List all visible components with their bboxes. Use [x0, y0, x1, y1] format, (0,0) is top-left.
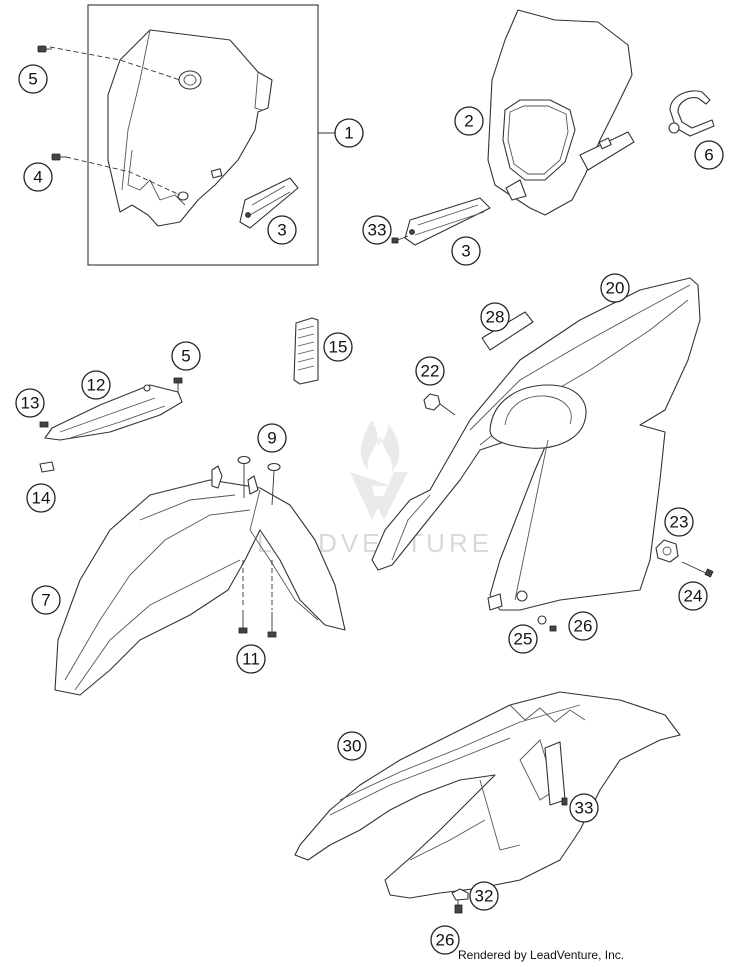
svg-text:12: 12 — [87, 376, 106, 395]
callout-label: 28 — [480, 302, 510, 332]
svg-text:33: 33 — [368, 221, 387, 240]
screw-lower — [51, 153, 66, 161]
washer-fender-right — [267, 462, 281, 472]
callout-label: 3 — [267, 215, 297, 245]
watermark-logo-icon — [350, 420, 408, 520]
callout-label: 15 — [323, 332, 353, 362]
callout-label: 13 — [15, 388, 45, 418]
callout-label: 1 — [334, 118, 364, 148]
svg-text:32: 32 — [475, 887, 494, 906]
svg-text:22: 22 — [421, 362, 440, 381]
headlight-mask-assembly — [107, 29, 273, 227]
headlight-clamp — [668, 90, 715, 137]
svg-text:9: 9 — [267, 429, 276, 448]
fender-support — [44, 384, 183, 441]
screw-fender-left — [238, 610, 248, 634]
svg-text:3: 3 — [461, 242, 470, 261]
screw-side-cover-small — [549, 625, 557, 632]
screw-rear-fender-bottom — [454, 900, 463, 914]
callout-label: 33 — [362, 215, 392, 245]
svg-text:33: 33 — [575, 799, 594, 818]
svg-text:25: 25 — [514, 630, 533, 649]
svg-text:2: 2 — [464, 112, 473, 131]
headlight-mask-right — [487, 9, 635, 216]
callout-label: 3 — [451, 236, 481, 266]
screw-fender-support — [173, 377, 183, 392]
render-credit: Rendered by LeadVenture, Inc. — [458, 948, 625, 962]
svg-text:26: 26 — [574, 617, 593, 636]
callout-label: 24 — [678, 581, 708, 611]
callout-label: 5 — [171, 341, 201, 371]
callout-label: 23 — [664, 507, 694, 537]
callout-label: 25 — [508, 624, 538, 654]
svg-text:14: 14 — [32, 489, 51, 508]
callout-label: 20 — [600, 273, 630, 303]
svg-text:5: 5 — [181, 347, 190, 366]
screw-fender-front — [39, 421, 49, 428]
svg-text:7: 7 — [41, 591, 50, 610]
air-filter — [293, 317, 319, 385]
screw-upper — [37, 45, 52, 53]
screw-side-cover — [681, 561, 714, 578]
decal-left — [239, 177, 299, 229]
rear-fender-lower — [294, 691, 681, 899]
decal-right — [404, 197, 491, 246]
washer-fender-left — [237, 455, 251, 465]
svg-text:4: 4 — [33, 168, 42, 187]
svg-text:30: 30 — [343, 737, 362, 756]
callout-label: 9 — [257, 423, 287, 453]
screw-fender-right — [267, 612, 277, 638]
rear-fender — [371, 277, 701, 611]
callout-label: 2 — [454, 106, 484, 136]
washer-side-cover — [537, 615, 547, 625]
callout-label: 6 — [694, 140, 724, 170]
callout-label: 12 — [81, 370, 111, 400]
svg-text:6: 6 — [704, 146, 713, 165]
callout-label: 4 — [23, 162, 53, 192]
svg-text:26: 26 — [436, 931, 455, 950]
svg-text:3: 3 — [277, 221, 286, 240]
callout-label: 11 — [236, 644, 266, 674]
nut-fender — [423, 393, 456, 416]
nut-side-cover — [655, 539, 679, 563]
callout-label: 14 — [26, 483, 56, 513]
screw-decal — [391, 235, 409, 244]
callout-label: 32 — [469, 881, 499, 911]
callout-label: 26 — [568, 611, 598, 641]
svg-text:23: 23 — [670, 513, 689, 532]
callout-label: 5 — [18, 64, 48, 94]
front-fender — [54, 465, 346, 696]
callout-label: 7 — [31, 585, 61, 615]
svg-text:28: 28 — [486, 308, 505, 327]
svg-text:24: 24 — [684, 587, 703, 606]
svg-text:1: 1 — [344, 124, 353, 143]
washer-rear-fender — [451, 888, 469, 901]
svg-text:11: 11 — [242, 650, 260, 669]
assembly-box — [87, 4, 319, 266]
callout-label: 33 — [569, 793, 599, 823]
callout-label: 26 — [430, 925, 460, 955]
svg-text:5: 5 — [28, 70, 37, 89]
screw-rear-fender — [561, 797, 568, 806]
svg-text:15: 15 — [329, 338, 348, 357]
svg-text:20: 20 — [606, 279, 625, 298]
callout-label: 22 — [415, 356, 445, 386]
sticker — [481, 311, 534, 351]
svg-text:13: 13 — [21, 394, 40, 413]
callout-label: 30 — [337, 731, 367, 761]
nut-fender-front — [39, 461, 55, 473]
